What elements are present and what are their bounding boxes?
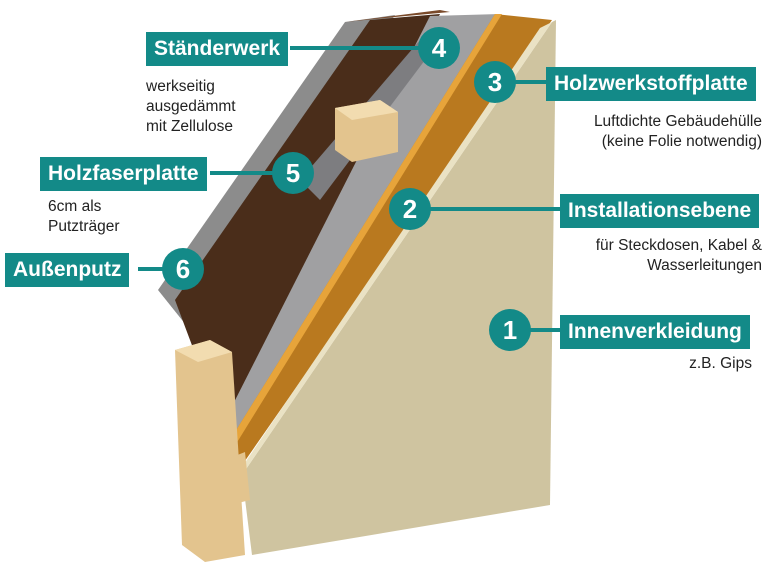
label-holzfaserplatte: Holzfaserplatte	[40, 157, 207, 191]
small-stud	[225, 452, 250, 505]
label-staenderwerk: Ständerwerk	[146, 32, 289, 66]
bottom-stud	[175, 340, 245, 562]
label-innenverkleidung: Innenverkleidung	[560, 315, 750, 349]
leader-line-1	[528, 328, 564, 332]
number-badge-1: 1	[489, 309, 531, 351]
number-badge-4: 4	[418, 27, 460, 69]
label-aussenputz: Außenputz	[5, 253, 130, 287]
desc-installationsebene: für Steckdosen, Kabel &Wasserleitungen	[595, 237, 762, 274]
leader-line-5	[210, 171, 275, 175]
drywall-edge	[240, 22, 552, 475]
bottom-stud-face	[175, 340, 232, 362]
drywall-layer	[242, 20, 556, 555]
leader-line-3	[514, 80, 550, 84]
top-edge-brown	[345, 10, 450, 22]
number-badge-5: 5	[272, 152, 314, 194]
label-holzwerkstoffplatte: Holzwerkstoffplatte	[546, 67, 756, 101]
label-installationsebene: Installationsebene	[560, 194, 760, 228]
leader-line-6	[138, 267, 168, 271]
number-badge-2: 2	[389, 188, 431, 230]
desc-holzwerkstoffplatte: Luftdichte Gebäudehülle(keine Folie notw…	[593, 113, 762, 150]
osb-layer	[230, 14, 552, 468]
number-badge-6: 6	[162, 248, 204, 290]
number-badge-3: 3	[474, 61, 516, 103]
leader-line-2	[428, 207, 564, 211]
desc-innenverkleidung: z.B. Gips	[689, 355, 752, 372]
top-stud-face	[335, 100, 398, 120]
leader-line-4	[290, 46, 420, 50]
osb-edge	[230, 14, 502, 444]
